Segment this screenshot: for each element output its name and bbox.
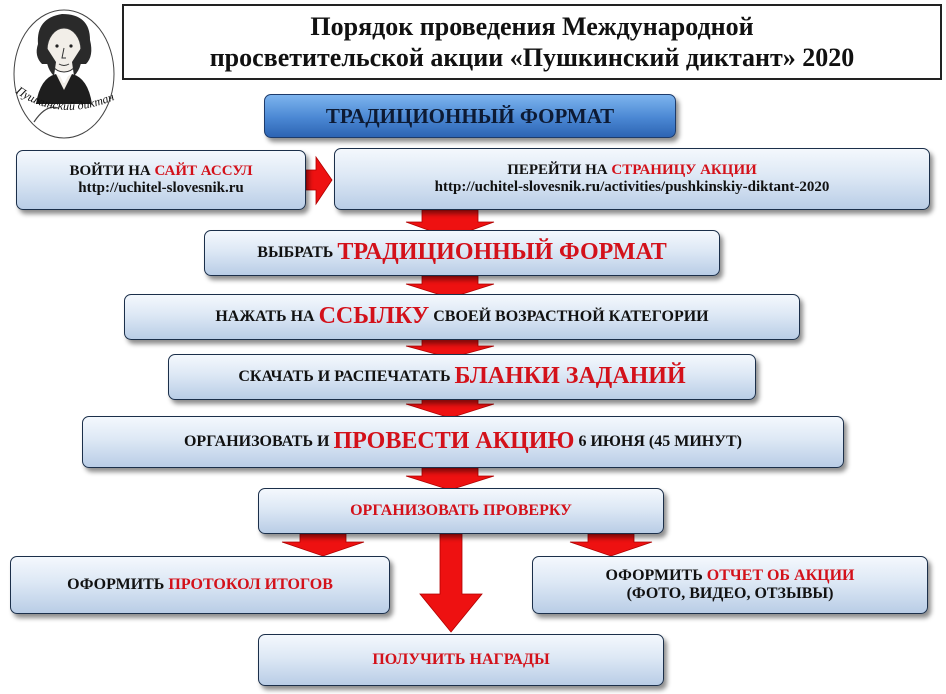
login-url[interactable]: http://uchitel-slovesnik.ru — [78, 180, 244, 196]
traditional-format-label: ТРАДИЦИОННЫЙ ФОРМАТ — [325, 103, 615, 128]
pushkin-dictation-logo: Пушкинский диктант — [2, 0, 118, 144]
step-organize-action: ОРГАНИЗОВАТЬ И ПРОВЕСТИ АКЦИЮ 6 ИЮНЯ (45… — [82, 416, 844, 468]
page-title: Порядок проведения Международной просвет… — [122, 4, 942, 80]
goto-prefix: ПЕРЕЙТИ НА — [507, 161, 612, 178]
goto-url[interactable]: http://uchitel-slovesnik.ru/activities/p… — [434, 179, 830, 195]
goto-highlight: СТРАНИЦУ АКЦИИ — [611, 161, 757, 178]
step-login: ВОЙТИ НА САЙТ АССУЛ http://uchitel-slove… — [16, 150, 306, 210]
step-download-forms: СКАЧАТЬ И РАСПЕЧАТАТЬ БЛАНКИ ЗАДАНИЙ — [168, 354, 756, 400]
check-highlight: ОРГАНИЗОВАТЬ ПРОВЕРКУ — [350, 501, 572, 519]
choose-prefix: ВЫБРАТЬ — [257, 243, 334, 261]
organize-highlight: ПРОВЕСТИ АКЦИЮ — [333, 428, 575, 455]
arrow-down-icon — [405, 467, 495, 491]
step-get-awards: ПОЛУЧИТЬ НАГРАДЫ — [258, 634, 664, 686]
login-prefix: ВОЙТИ НА — [69, 162, 155, 179]
step-choose-format: ВЫБРАТЬ ТРАДИЦИОННЫЙ ФОРМАТ — [204, 230, 720, 276]
protocol-prefix: ОФОРМИТЬ — [67, 575, 165, 593]
arrow-down-icon — [405, 397, 495, 419]
choose-highlight: ТРАДИЦИОННЫЙ ФОРМАТ — [337, 239, 667, 266]
title-line-2: просветительской акции «Пушкинский дикта… — [209, 43, 855, 72]
step-report: ОФОРМИТЬ ОТЧЕТ ОБ АКЦИИ (ФОТО, ВИДЕО, ОТ… — [532, 556, 928, 614]
organize-suffix: 6 ИЮНЯ (45 МИНУТ) — [578, 432, 742, 450]
step-protocol: ОФОРМИТЬ ПРОТОКОЛ ИТОГОВ — [10, 556, 390, 614]
arrow-down-icon — [281, 533, 365, 557]
step-goto-page: ПЕРЕЙТИ НА СТРАНИЦУ АКЦИИ http://uchitel… — [334, 148, 930, 210]
download-highlight: БЛАНКИ ЗАДАНИЙ — [454, 363, 686, 390]
arrow-down-icon — [405, 275, 495, 299]
login-highlight: САЙТ АССУЛ — [154, 162, 253, 179]
protocol-highlight: ПРОТОКОЛ ИТОГОВ — [168, 575, 333, 593]
report-line2: (ФОТО, ВИДЕО, ОТЗЫВЫ) — [626, 585, 834, 602]
arrow-right-icon — [305, 155, 333, 206]
download-prefix: СКАЧАТЬ И РАСПЕЧАТАТЬ — [238, 367, 451, 385]
pushkin-portrait-icon: Пушкинский диктант — [2, 0, 116, 139]
report-prefix: ОФОРМИТЬ — [605, 566, 707, 584]
awards-highlight: ПОЛУЧИТЬ НАГРАДЫ — [372, 650, 550, 668]
arrow-down-icon — [569, 533, 653, 557]
click-prefix: НАЖАТЬ НА — [215, 307, 315, 325]
step-click-link: НАЖАТЬ НА ССЫЛКУ СВОЕЙ ВОЗРАСТНОЙ КАТЕГО… — [124, 294, 800, 340]
organize-prefix: ОРГАНИЗОВАТЬ И — [183, 432, 330, 450]
arrow-down-icon — [419, 533, 483, 633]
traditional-format-header: ТРАДИЦИОННЫЙ ФОРМАТ — [264, 94, 676, 138]
report-highlight: ОТЧЕТ ОБ АКЦИИ — [706, 566, 855, 584]
click-highlight: ССЫЛКУ — [318, 303, 430, 330]
step-organize-check: ОРГАНИЗОВАТЬ ПРОВЕРКУ — [258, 488, 664, 534]
click-suffix: СВОЕЙ ВОЗРАСТНОЙ КАТЕГОРИИ — [433, 307, 709, 325]
title-line-1: Порядок проведения Международной — [310, 11, 754, 41]
